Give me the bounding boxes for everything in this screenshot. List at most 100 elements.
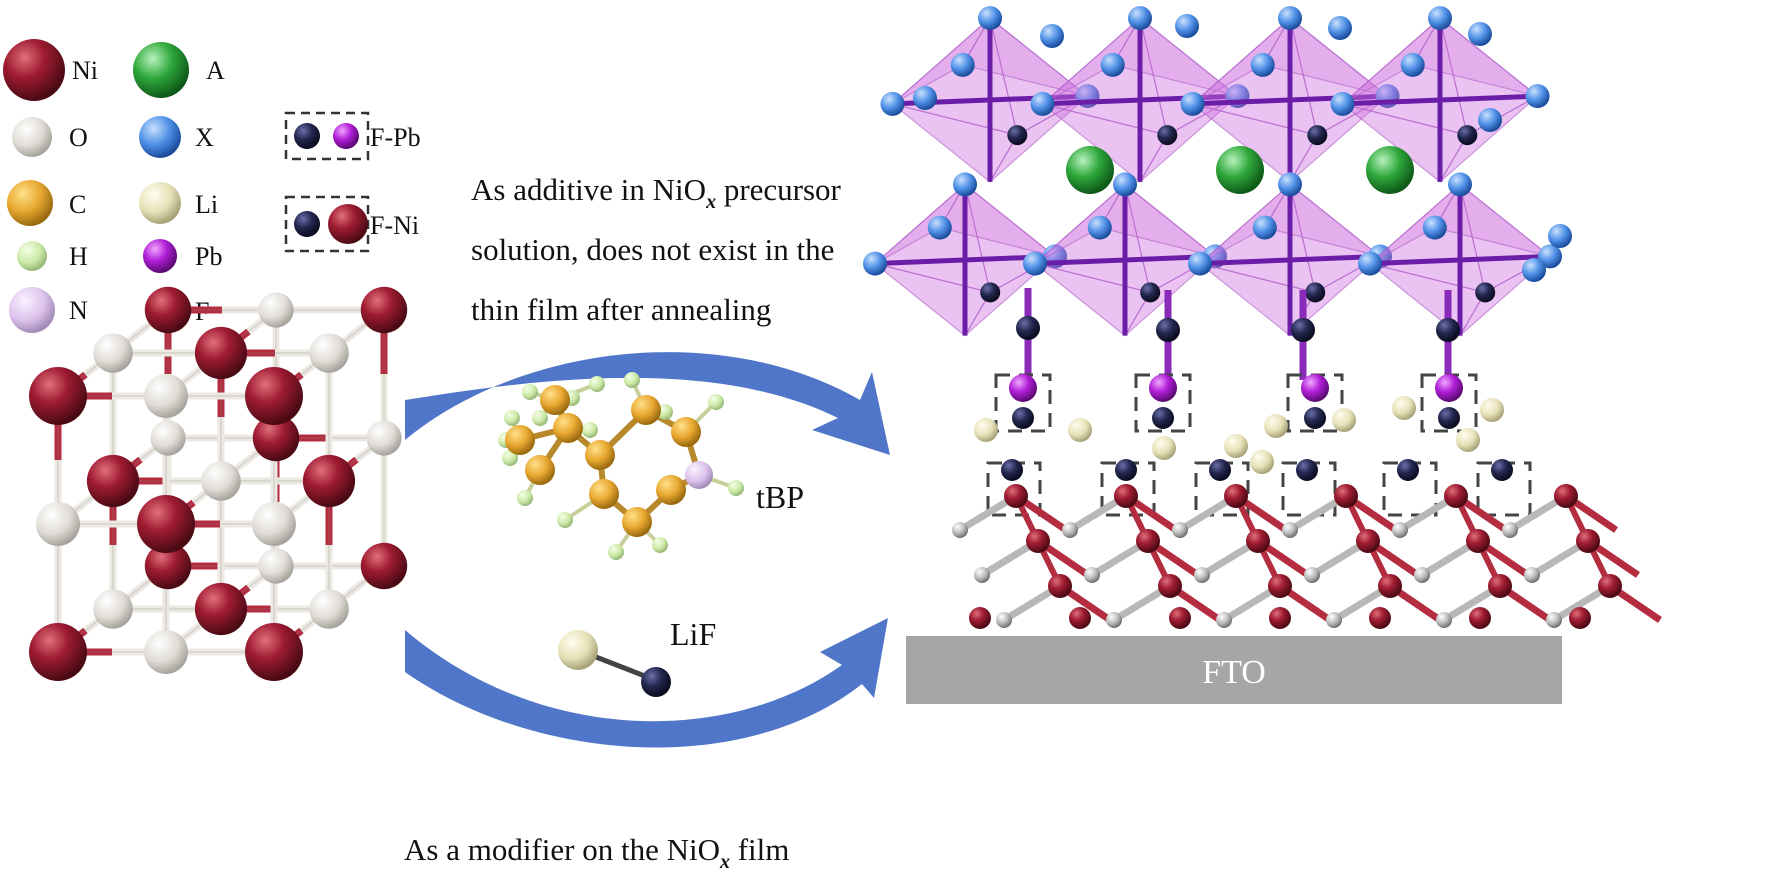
o-atom	[93, 333, 133, 373]
legend-label-n: N	[69, 296, 88, 325]
legend-pair-f-ni: F-Ni	[284, 195, 419, 253]
ni-atom	[1444, 484, 1468, 508]
perovskite-layer	[863, 6, 1572, 380]
legend-item-o: O	[12, 117, 88, 157]
h-atom	[652, 537, 668, 553]
octahedron	[1459, 255, 1551, 337]
h-atom	[582, 422, 598, 438]
f-atom	[1152, 407, 1174, 429]
ni-atom	[1569, 607, 1591, 629]
h-atom	[502, 450, 518, 466]
pb-atom-icon	[143, 239, 177, 273]
octahedron	[1139, 95, 1238, 183]
fto-label: FTO	[1202, 654, 1266, 691]
legend: Ni O C H N A X Li	[3, 39, 421, 333]
x-atom	[880, 91, 905, 116]
o-atom	[1546, 612, 1562, 628]
ni-atom	[194, 582, 248, 636]
o-atom	[36, 502, 80, 546]
a-atom-icon	[133, 42, 189, 98]
x-atom	[1358, 251, 1382, 276]
bottom-arrow-icon	[405, 618, 888, 748]
x-atom	[1278, 6, 1302, 31]
legend-item-h: H	[17, 241, 88, 271]
x-atom	[1330, 91, 1355, 116]
legend-label-li: Li	[195, 190, 218, 219]
octahedron	[961, 17, 1088, 97]
x-atom	[1113, 172, 1137, 197]
ni-atom	[1114, 484, 1138, 508]
li-atom	[1152, 436, 1176, 460]
x-atom	[913, 86, 937, 110]
h-atom	[657, 404, 673, 420]
interface-bonds	[974, 373, 1532, 517]
x-atom	[1040, 24, 1064, 48]
x-atom	[1180, 91, 1205, 116]
a-cation	[1066, 146, 1114, 194]
c-atom	[671, 417, 701, 447]
h-atom	[517, 490, 533, 506]
li-atom	[1392, 396, 1416, 420]
o-atom	[1062, 522, 1078, 538]
octahedron	[1433, 183, 1551, 257]
pb-atom	[1009, 374, 1037, 402]
f-atom	[1012, 407, 1034, 429]
process-arrows	[405, 352, 890, 748]
x-atom	[1087, 215, 1112, 240]
interface-structure: FTO	[863, 6, 1662, 704]
h-atom	[708, 394, 724, 410]
o-atom	[1304, 567, 1320, 583]
c-atom	[505, 425, 535, 455]
legend-label-ni: Ni	[72, 56, 98, 85]
x-atom	[863, 251, 887, 276]
li-atom	[1250, 450, 1274, 474]
x-atom	[1128, 6, 1152, 31]
h-atom	[557, 512, 573, 528]
ni-atom	[1158, 574, 1182, 598]
o-atom	[1326, 612, 1342, 628]
annotation-bottom: As a modifier on the NiOx film	[404, 832, 789, 873]
x-atom	[927, 215, 952, 240]
x-atom	[1278, 172, 1302, 197]
legend-item-n: N	[9, 287, 88, 333]
c-atom	[656, 475, 686, 505]
o-atom	[1194, 567, 1210, 583]
octahedron	[1261, 17, 1388, 97]
o-atom	[309, 333, 349, 373]
o-atom	[144, 374, 188, 418]
o-atom	[201, 461, 241, 501]
ni-atom	[1488, 574, 1512, 598]
f-atom	[1209, 459, 1231, 481]
legend-item-li: Li	[139, 182, 218, 224]
c-atom	[631, 395, 661, 425]
ni-atom	[1169, 607, 1191, 629]
octahedron	[1411, 17, 1538, 97]
f-atom	[1140, 282, 1161, 303]
pb-atom	[1149, 374, 1177, 402]
o-atom	[150, 420, 186, 456]
ni-atom	[1469, 607, 1491, 629]
o-atom	[952, 522, 968, 538]
legend-label-pb: Pb	[195, 242, 222, 271]
nio-film-layer	[952, 484, 1662, 629]
x-atom	[1548, 224, 1572, 248]
x-atom	[1468, 22, 1492, 46]
x-atom	[1250, 52, 1275, 77]
ni-atom	[137, 495, 195, 553]
octahedron	[1111, 17, 1238, 97]
ni-atom	[1554, 484, 1578, 508]
x-atom	[1428, 6, 1452, 31]
o-atom-icon	[12, 117, 52, 157]
f-atom	[1296, 459, 1318, 481]
x-atom	[1522, 258, 1546, 282]
x-atom	[1400, 52, 1425, 77]
o-atom	[1216, 612, 1232, 628]
x-atom	[1448, 172, 1472, 197]
o-atom	[309, 589, 349, 629]
f-atom	[1157, 125, 1178, 146]
f-atom	[1457, 125, 1478, 146]
li-atom	[1068, 418, 1092, 442]
ni-atom	[144, 542, 192, 590]
c-atom	[553, 413, 583, 443]
